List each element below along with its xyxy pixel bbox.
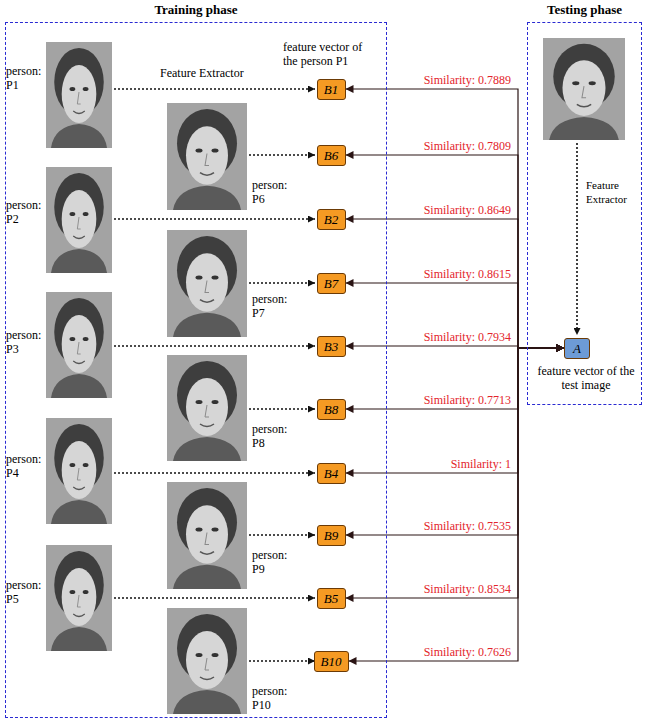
feature-vector-box: B5: [317, 588, 346, 609]
feature-vector-box: B10: [314, 651, 349, 672]
extractor-arrow: [249, 154, 315, 156]
annotation-label: Feature Extractor: [586, 178, 638, 206]
feature-vector-box: B3: [317, 336, 346, 357]
similarity-connector: [349, 348, 565, 661]
similarity-connector: [346, 348, 565, 473]
vector-name: B2: [324, 212, 338, 227]
extractor-arrow: [249, 408, 315, 410]
vector-name: B9: [324, 528, 338, 543]
face-photo: [543, 38, 625, 140]
feature-vector-box: B8: [317, 399, 346, 420]
annotation-label: person: P9: [252, 548, 296, 576]
vector-name: B4: [324, 466, 338, 481]
similarity-score: Similarity: 0.7809: [422, 139, 513, 153]
annotation-label: person: P8: [252, 422, 296, 450]
face-photo: [46, 42, 112, 148]
annotation-label: person: P4: [6, 452, 44, 480]
similarity-score: Similarity: 1: [449, 457, 513, 471]
vector-name: B10: [321, 654, 342, 669]
face-photo: [46, 545, 112, 651]
extractor-arrow: [114, 597, 315, 599]
feature-vector-box: B9: [317, 525, 346, 546]
annotation-label: person: P5: [6, 578, 44, 606]
feature-vector-box: B4: [317, 463, 346, 484]
vector-name: B1: [324, 82, 338, 97]
extractor-arrow: [576, 143, 578, 335]
similarity-score: Similarity: 0.7713: [422, 393, 513, 407]
face-photo: [167, 103, 247, 210]
annotation-label: feature vector of the person P1: [283, 40, 375, 68]
face-photo: [46, 167, 112, 273]
extractor-arrow: [114, 472, 315, 474]
vector-name: B6: [324, 148, 338, 163]
similarity-score: Similarity: 0.8534: [422, 582, 513, 596]
annotation-label: person: P7: [252, 292, 296, 320]
extractor-arrow: [249, 534, 315, 536]
phase-title: Training phase: [6, 2, 386, 18]
similarity-connector: [346, 348, 565, 598]
feature-vector-box: B6: [317, 145, 346, 166]
similarity-score: Similarity: 0.7889: [422, 73, 513, 87]
phase-panel: Testing phaseA: [527, 22, 642, 405]
phase-panel: Training phaseB1B6B2B7B3B8B4B9B5B10: [5, 22, 387, 718]
similarity-connector: [346, 283, 565, 348]
vector-name: A: [573, 341, 581, 356]
annotation-label: person: P6: [252, 178, 296, 206]
face-photo: [46, 418, 112, 524]
similarity-score: Similarity: 0.7934: [422, 330, 513, 344]
feature-vector-box: B1: [317, 79, 346, 100]
annotation-label: person: P2: [6, 198, 44, 226]
annotation-label: person: P10: [252, 684, 296, 712]
similarity-score: Similarity: 0.7626: [422, 645, 513, 659]
feature-vector-box: A: [564, 338, 590, 359]
similarity-connector: [346, 155, 565, 348]
similarity-connector: [346, 89, 565, 348]
annotation-label: feature vector of the test image: [536, 364, 636, 392]
annotation-label: person: P3: [6, 328, 44, 356]
vector-name: B8: [324, 402, 338, 417]
face-photo: [167, 482, 247, 589]
vector-name: B5: [324, 591, 338, 606]
feature-vector-box: B7: [317, 273, 346, 294]
similarity-connector: [346, 348, 565, 409]
extractor-arrow: [249, 282, 315, 284]
similarity-connector: [346, 219, 565, 348]
face-photo: [167, 608, 247, 714]
face-photo: [46, 292, 112, 398]
extractor-arrow: [114, 345, 315, 347]
vector-name: B3: [324, 339, 338, 354]
similarity-score: Similarity: 0.7535: [422, 519, 513, 533]
similarity-score: Similarity: 0.8649: [422, 203, 513, 217]
face-photo: [167, 230, 247, 337]
similarity-connector: [346, 348, 565, 535]
annotation-label: person: P1: [6, 64, 44, 92]
extractor-arrow: [114, 88, 315, 90]
annotation-label: Feature Extractor: [160, 66, 270, 80]
phase-title: Testing phase: [528, 2, 641, 18]
similarity-score: Similarity: 0.8615: [422, 267, 513, 281]
face-photo: [167, 355, 247, 461]
vector-name: B7: [324, 276, 338, 291]
extractor-arrow: [114, 218, 315, 220]
feature-vector-box: B2: [317, 209, 346, 230]
extractor-arrow: [249, 660, 315, 662]
